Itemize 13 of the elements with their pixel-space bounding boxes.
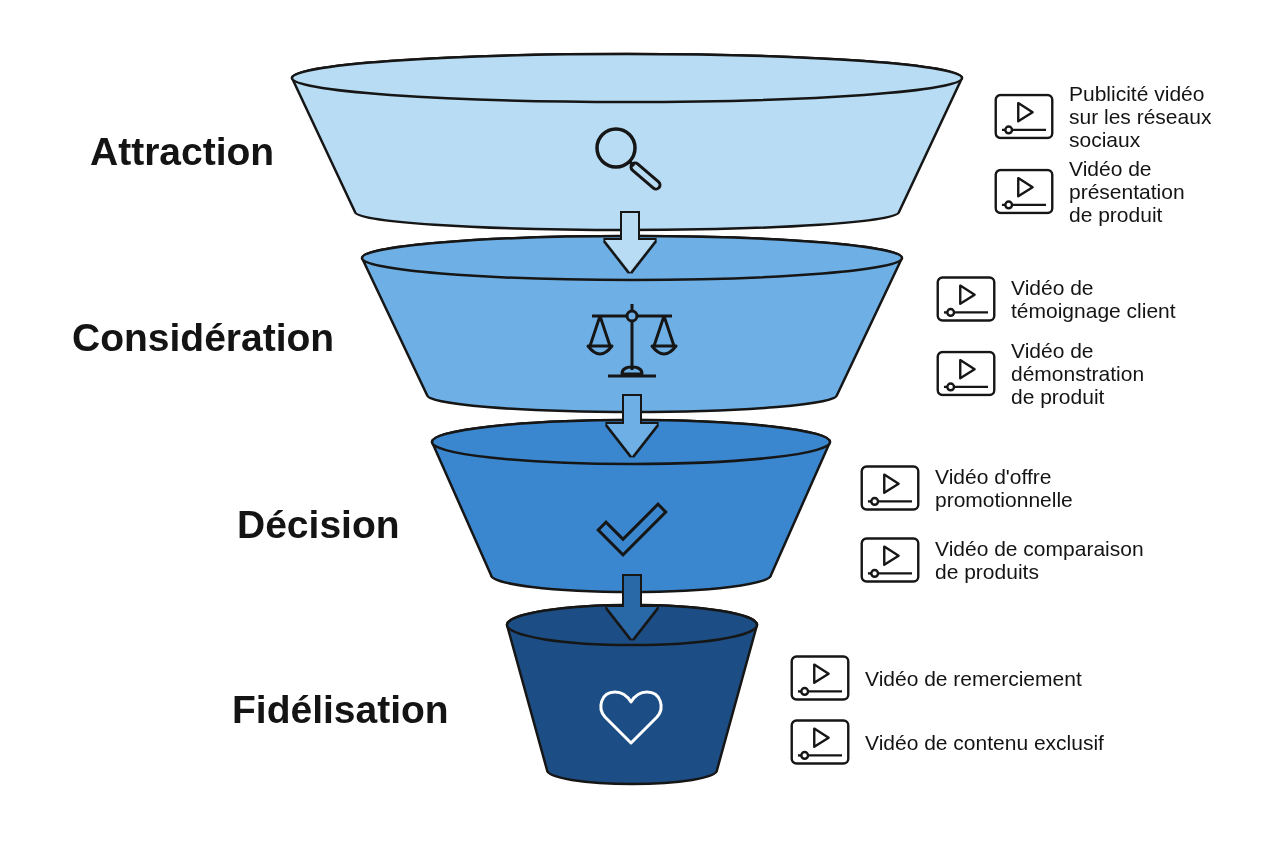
item-label: Publicité vidéo sur les réseaux sociaux (1069, 81, 1213, 151)
stage-label: Fidélisation (232, 687, 449, 733)
item-label: Vidéo de présentation de produit (1069, 156, 1186, 226)
item-label: Vidéo d'offre promotionnelle (935, 465, 1074, 511)
item-label: Vidéo de contenu exclusif (865, 730, 1105, 754)
stage-label: Décision (237, 502, 400, 548)
item-label: Vidéo de témoignage client (1011, 276, 1177, 322)
stage-label: Attraction (90, 129, 275, 175)
stage-label: Considération (72, 315, 335, 361)
item-label: Vidéo de démonstration de produit (1011, 338, 1146, 408)
item-label: Vidéo de remerciement (865, 666, 1083, 690)
item-label: Vidéo de comparaison de produits (935, 537, 1145, 583)
arrow (607, 576, 657, 639)
